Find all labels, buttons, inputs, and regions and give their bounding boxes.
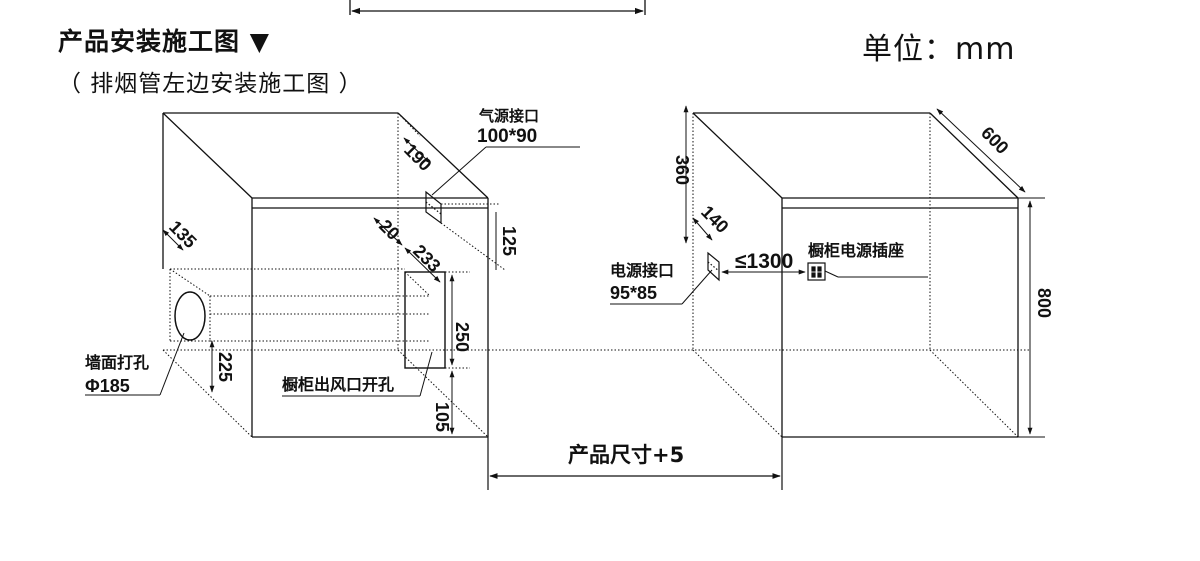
dim-135-lines <box>162 229 184 251</box>
wall-hole-label: 墙面打孔 <box>85 353 149 372</box>
dim-800-lines <box>1018 197 1045 438</box>
product-size-label: 产品尺寸+5 <box>568 443 684 467</box>
top-partial-dimension <box>349 0 646 15</box>
page-title: 产品安装施工图 ▼ <box>58 27 270 56</box>
wall-hole-leader <box>85 332 185 396</box>
dim-800: 800 <box>1034 288 1054 318</box>
dim-250-105-lines <box>445 271 470 435</box>
dim-190: 190 <box>400 140 435 175</box>
power-inlet-leader <box>610 269 713 305</box>
vent-leader <box>282 351 433 397</box>
dim-190-lines <box>397 112 431 164</box>
dim-250: 250 <box>452 322 472 352</box>
socket-icon <box>807 262 826 281</box>
dim-140: 140 <box>697 202 732 237</box>
cabinet-vent-opening <box>404 271 446 369</box>
dim-600: 600 <box>977 123 1012 158</box>
power-inlet-size: 95*85 <box>610 283 657 303</box>
dim-125: 125 <box>499 226 519 256</box>
dim-600-lines <box>936 108 1040 199</box>
gas-inlet-leader <box>431 146 580 196</box>
dim-140-lines <box>692 217 713 241</box>
power-inlet-symbol <box>707 251 720 282</box>
power-inlet-label: 电源接口 <box>610 261 674 280</box>
dim-105: 105 <box>432 402 452 432</box>
socket-leader <box>824 270 928 278</box>
wall-hole-circle <box>174 291 206 341</box>
cabinet-vent-label: 橱柜出风口开孔 <box>282 375 394 394</box>
dim-233: 233 <box>409 241 444 276</box>
wall-hole-size: Φ185 <box>85 376 130 396</box>
cabinet-socket-label: 橱柜电源插座 <box>808 241 904 260</box>
dim-360: 360 <box>672 155 692 185</box>
right-cabinet-hidden-lines <box>692 113 1019 438</box>
dim-20: 20 <box>375 216 403 244</box>
dim-125-lines <box>440 203 506 271</box>
gas-inlet-size: 100*90 <box>477 126 537 147</box>
dim-135: 135 <box>165 217 200 252</box>
dim-20-233-lines <box>373 217 441 283</box>
dim-1300: ≤1300 <box>735 250 793 273</box>
right-cabinet-outline <box>692 112 1019 438</box>
page-subtitle: （ 排烟管左边安装施工图 ） <box>58 71 363 97</box>
wall-hole-box <box>169 268 430 342</box>
left-cabinet-hidden-lines <box>162 113 1030 438</box>
dim-225: 225 <box>215 352 235 382</box>
gas-inlet-label: 气源接口 <box>478 107 539 125</box>
product-size-dimension <box>487 437 783 490</box>
unit-label: 单位：mm <box>862 32 1016 67</box>
